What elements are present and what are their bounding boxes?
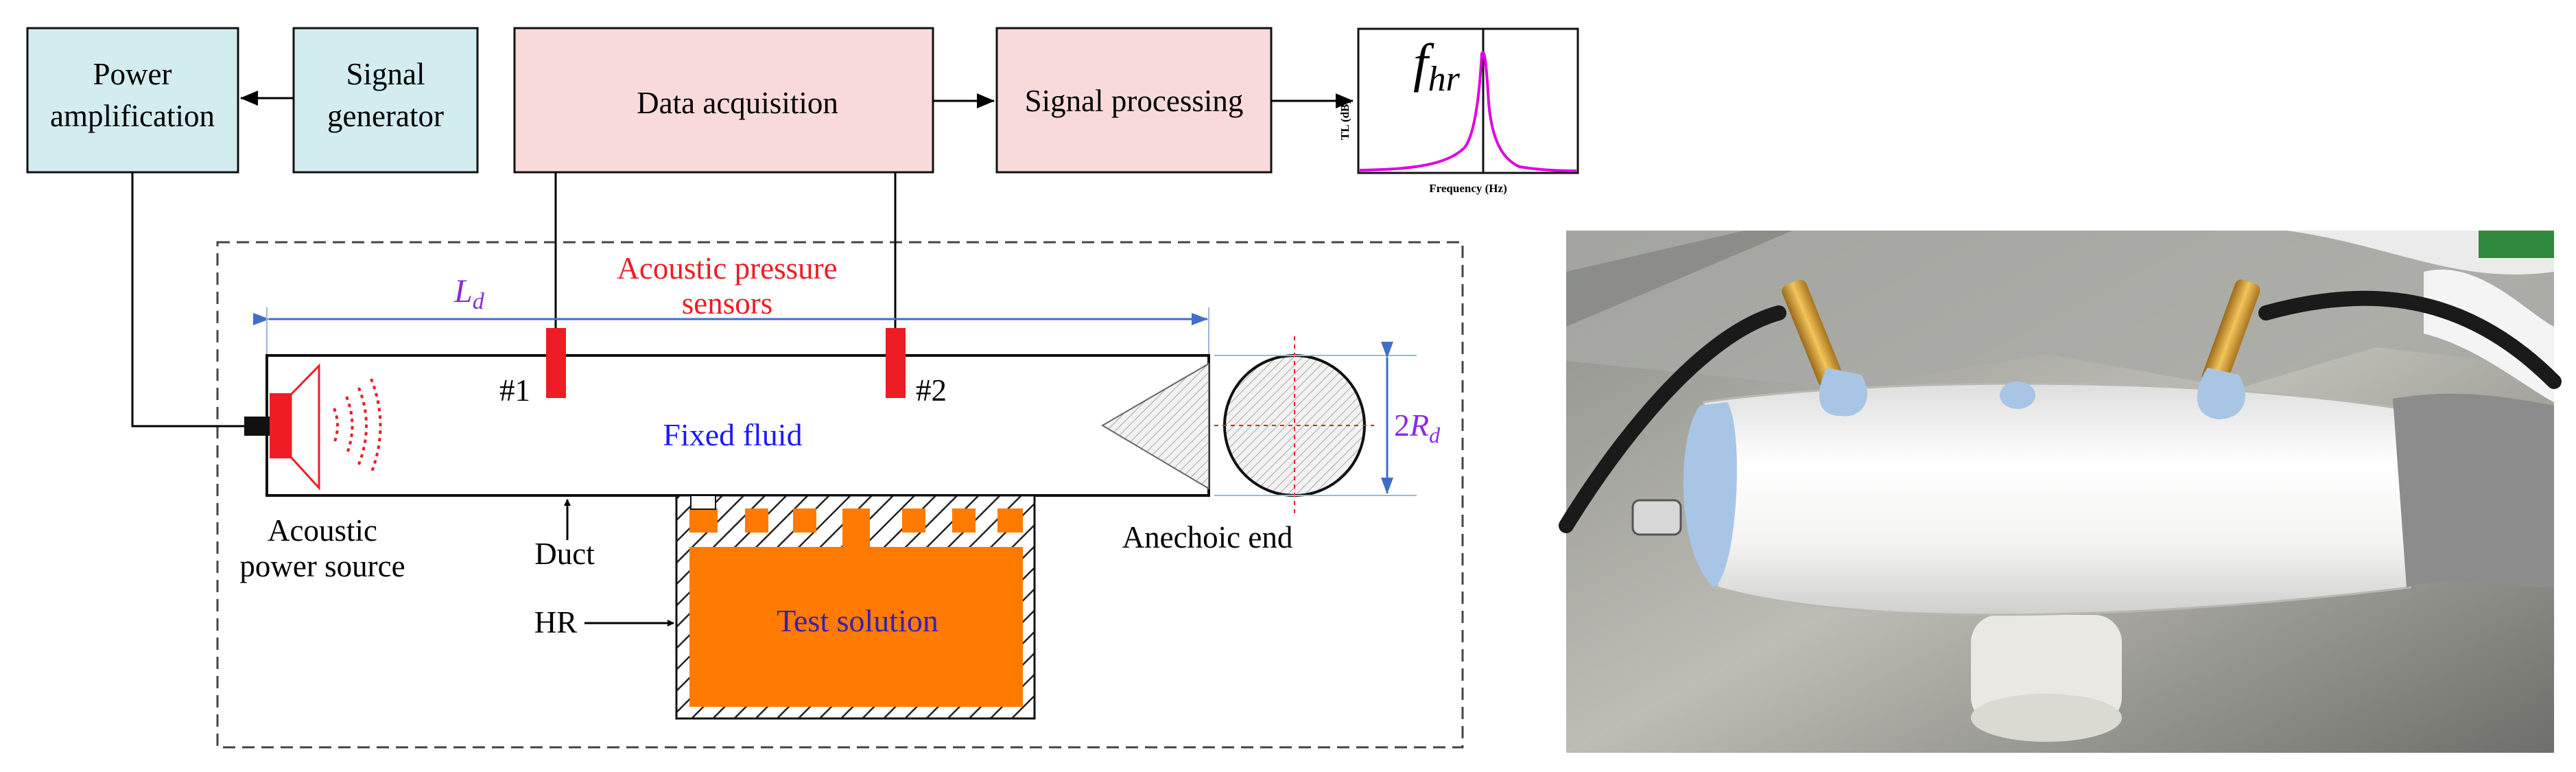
sensor-1-label: #1 [499, 373, 530, 408]
duct-cross-section [1214, 336, 1374, 515]
power-amplification-label-line2: amplification [50, 99, 215, 133]
pressure-sensor-1 [546, 328, 566, 398]
test-solution-label: Test solution [777, 603, 938, 638]
sensors-label-line2: sensors [682, 286, 773, 320]
anechoic-end-label: Anechoic end [1122, 520, 1293, 554]
amplifier-cable [131, 172, 244, 428]
power-amplification-label-line1: Power [93, 57, 172, 91]
signal-generator-block: Signal generator [292, 27, 479, 174]
sensors-label-line1: Acoustic pressure [617, 251, 837, 285]
helmholtz-resonator: Test solution [675, 494, 1036, 720]
acoustic-source-label-line1: Acoustic [268, 513, 377, 548]
apparatus-photo [1559, 231, 2562, 753]
spectrum-x-axis-label: Frequency (Hz) [1429, 182, 1506, 195]
pressure-sensor-2 [886, 328, 906, 398]
signal-processing-label: Signal processing [1025, 84, 1244, 118]
duct-length-label: Ld [453, 273, 485, 314]
acoustic-power-source [244, 363, 382, 491]
resonator-cavity [689, 547, 1023, 707]
sensor-2-label: #2 [916, 373, 947, 408]
hr-label: HR [534, 605, 578, 640]
resonator-neck [690, 495, 716, 510]
data-acquisition-block: Data acquisition [513, 27, 934, 174]
signal-generator-label-line2: generator [327, 99, 444, 133]
diameter-label: 2Rd [1394, 408, 1441, 447]
data-acquisition-label: Data acquisition [637, 86, 838, 120]
transmission-loss-spectrum: fhr TL (dB) Frequency (Hz) [1338, 27, 1579, 195]
anechoic-wedge [1101, 362, 1209, 490]
fixed-fluid-label: Fixed fluid [663, 417, 802, 452]
power-amplification-block: Power amplification [26, 27, 239, 174]
signal-processing-block: Signal processing [995, 27, 1273, 174]
signal-generator-label-line1: Signal [346, 57, 425, 91]
spectrum-y-axis-label: TL (dB) [1338, 100, 1351, 140]
acoustic-source-label-line2: power source [239, 549, 405, 583]
duct-label: Duct [534, 537, 595, 571]
transmission-loss-curve [1359, 51, 1577, 172]
setup-boundary [216, 241, 1464, 749]
